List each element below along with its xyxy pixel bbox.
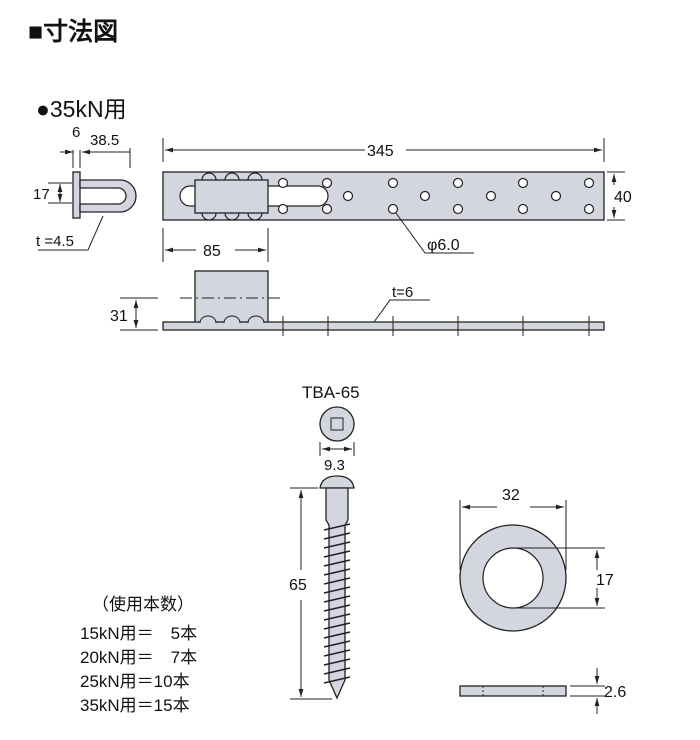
- plate-thickness-label: t=6: [392, 284, 413, 301]
- screw-thread: [323, 586, 351, 594]
- screw-thread: [323, 550, 351, 558]
- dim-screw-length: 65: [289, 577, 307, 594]
- screw-thread: [323, 622, 351, 630]
- side-view: 6 38.5 17 t =4.5: [33, 124, 137, 251]
- dim-clamp-height: 31: [110, 308, 128, 325]
- usage-list: （使用本数） 15kN用＝ 5本 20kN用＝ 7本 25kN用＝10本 35k…: [80, 594, 197, 715]
- screw-thread: [323, 640, 351, 648]
- usage-row: 35kN用＝15本: [80, 696, 190, 715]
- screw-thread: [323, 568, 351, 576]
- screw-thread: [323, 604, 351, 612]
- screw-drawing: TBA-65 9.3 65: [289, 383, 360, 700]
- section-title: ●35kN用: [36, 96, 127, 122]
- screw-name: TBA-65: [302, 383, 360, 402]
- dim-head-diameter: 9.3: [324, 457, 345, 474]
- screw-thread: [323, 595, 351, 603]
- screw-thread: [323, 649, 351, 657]
- page-title: ■寸法図: [28, 18, 118, 46]
- dim-width: 40: [614, 189, 632, 206]
- dim-ubolt-height: 17: [33, 186, 50, 203]
- top-view: 345 40 85 φ6.0: [162, 138, 632, 262]
- usage-heading: （使用本数）: [92, 594, 194, 614]
- hole-diameter-label: φ6.0: [427, 237, 460, 254]
- screw-thread: [323, 667, 351, 675]
- screw-thread: [323, 559, 351, 567]
- dim-clamp-offset: 85: [203, 243, 221, 260]
- ubolt-thickness-note: t =4.5: [36, 233, 74, 250]
- screw-thread: [323, 658, 351, 666]
- screw-thread: [323, 613, 351, 621]
- dim-total-length: 345: [367, 143, 394, 160]
- dim-washer-thickness: 2.6: [604, 684, 626, 701]
- dim-washer-inner: 17: [596, 572, 614, 589]
- screw-thread: [323, 532, 351, 540]
- dim-washer-outer: 32: [502, 487, 520, 504]
- screw-thread: [323, 631, 351, 639]
- screw-thread: [323, 541, 351, 549]
- screw-thread: [323, 577, 351, 585]
- usage-row: 25kN用＝10本: [80, 672, 190, 691]
- dim-ubolt-depth: 38.5: [90, 132, 119, 149]
- washer-drawing: 32 17 2.6: [459, 487, 626, 714]
- screw-thread: [323, 523, 351, 531]
- screw-thread: [323, 676, 351, 684]
- elevation-view: 31 t=6: [110, 270, 605, 336]
- usage-row: 20kN用＝ 7本: [80, 648, 197, 667]
- dim-plate-thickness: 6: [72, 124, 80, 141]
- usage-row: 15kN用＝ 5本: [80, 624, 197, 643]
